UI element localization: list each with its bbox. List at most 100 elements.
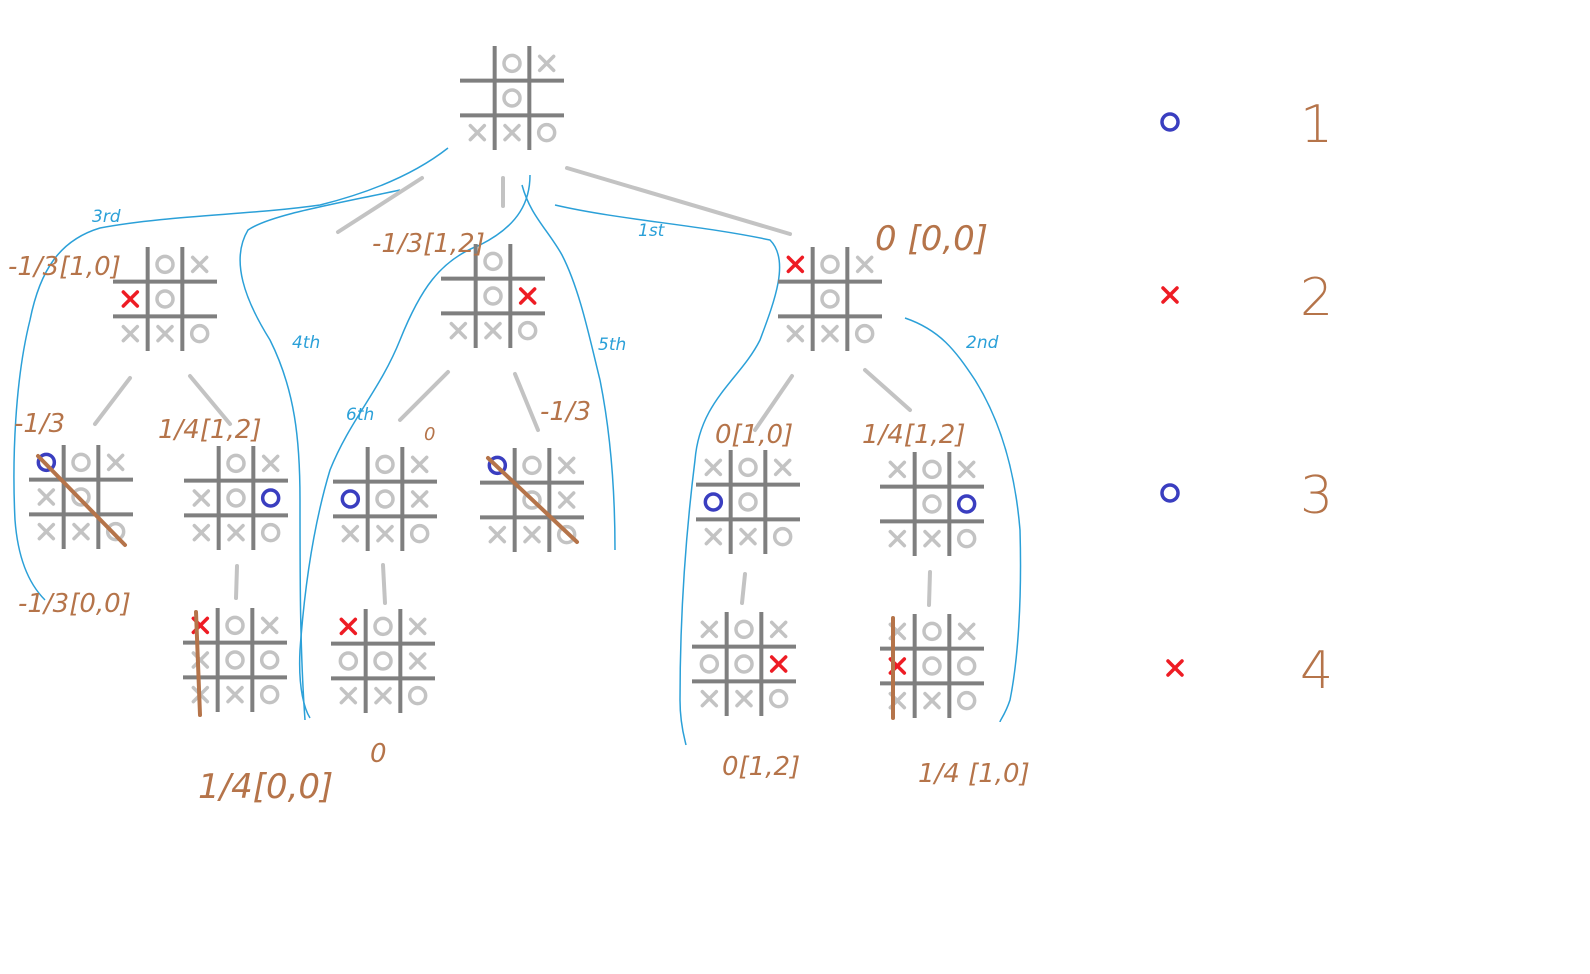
score-b2: -1/3: [540, 397, 591, 427]
board-c2: [880, 452, 984, 556]
x-mark: [923, 691, 941, 710]
x-mark: [821, 324, 839, 343]
o-mark: [922, 494, 942, 514]
o-mark: [522, 490, 542, 510]
board-a1: [29, 445, 133, 549]
x-mark: [704, 527, 723, 546]
o-mark: [922, 459, 942, 480]
x-mark: [37, 522, 56, 541]
search-order-curves: [13, 147, 1022, 746]
score-a: -1/3[1,0]: [8, 252, 121, 282]
x-mark: [374, 686, 392, 705]
o-mark: [409, 523, 430, 544]
x-mark: [408, 617, 427, 636]
edge-c-c1: [753, 374, 794, 432]
legend-x-mark: [1166, 659, 1184, 677]
board-c: [778, 247, 882, 351]
x-mark: [227, 523, 245, 542]
x-mark: [72, 522, 90, 541]
o-mark: [854, 323, 875, 344]
legend-number: 2: [1300, 268, 1333, 328]
tree-edges: [93, 166, 932, 607]
board-a2: [184, 446, 288, 550]
board-b2: [480, 448, 584, 552]
boards-layer: [29, 46, 984, 718]
o-mark: [768, 688, 789, 709]
x-mark: [704, 458, 723, 477]
x-mark: [855, 255, 874, 274]
x-mark: [700, 689, 719, 708]
edge-a2-a2c: [234, 564, 239, 600]
score-c2: 1/4[1,2]: [862, 420, 965, 450]
legend-item-3: 3: [1160, 466, 1333, 526]
edge-a-a1: [93, 376, 132, 426]
o-mark: [225, 650, 245, 670]
o-mark: [734, 654, 754, 674]
board-grid: [441, 244, 545, 348]
x-mark: [769, 620, 788, 639]
edge-root-a: [336, 176, 424, 234]
board-grid: [696, 450, 800, 554]
board-grid: [880, 452, 984, 556]
x-mark: [523, 525, 541, 544]
x-mark: [376, 524, 394, 543]
score-a1: -1/3: [14, 409, 65, 439]
legend-o-mark: [1160, 112, 1180, 132]
board-b1: [333, 447, 437, 551]
x-mark: [260, 616, 279, 635]
o-mark: [738, 492, 758, 512]
board-root: [460, 46, 564, 150]
score-c1: 0[1,0]: [715, 420, 793, 450]
legend-item-2: 2: [1161, 268, 1333, 328]
new-x-mark: [786, 255, 805, 274]
new-o-mark: [36, 452, 57, 473]
order-label-2nd: 2nd: [966, 333, 999, 353]
board-grid: [331, 609, 435, 713]
edge-b-b1: [398, 370, 450, 422]
board-grid: [880, 614, 984, 718]
o-mark: [820, 254, 840, 275]
o-mark: [922, 656, 942, 676]
legend-item-4: 4: [1166, 641, 1333, 701]
x-mark: [957, 460, 976, 479]
o-mark: [226, 488, 246, 508]
edge-root-c: [565, 166, 792, 236]
win-line-b2: [486, 456, 579, 544]
order-labels: 1st 2nd 3rd 4th 5th 6th: [92, 207, 999, 425]
x-mark: [192, 489, 211, 507]
edge-c-c2: [863, 368, 912, 412]
win-line-a1: [36, 454, 127, 547]
legend-number: 3: [1300, 466, 1333, 526]
o-mark: [71, 452, 91, 473]
board-grid: [113, 247, 217, 351]
x-mark: [410, 455, 429, 474]
x-mark: [156, 324, 174, 343]
win-line-a2c: [194, 610, 202, 717]
o-mark: [71, 487, 91, 507]
edge-c1-c1c: [740, 572, 747, 605]
board-grid: [333, 447, 437, 551]
x-mark: [37, 488, 56, 506]
o-mark: [259, 650, 280, 670]
o-mark: [536, 122, 557, 143]
flow-curve-left-inner: [239, 189, 401, 721]
new-x-mark: [339, 617, 358, 636]
x-mark: [410, 490, 429, 508]
new-x-mark: [769, 655, 788, 673]
order-label-6th: 6th: [346, 405, 374, 425]
o-mark: [522, 455, 542, 476]
o-mark: [155, 289, 175, 309]
x-mark: [190, 255, 209, 274]
x-mark: [888, 460, 907, 479]
o-mark: [373, 616, 393, 637]
board-b: [441, 244, 545, 348]
o-mark: [226, 453, 246, 474]
flow-curve-middle: [298, 174, 531, 719]
board-c1: [696, 450, 800, 554]
winning-lines: [36, 454, 895, 720]
new-o-mark: [956, 494, 977, 514]
o-mark: [738, 457, 758, 478]
o-mark: [483, 286, 503, 306]
